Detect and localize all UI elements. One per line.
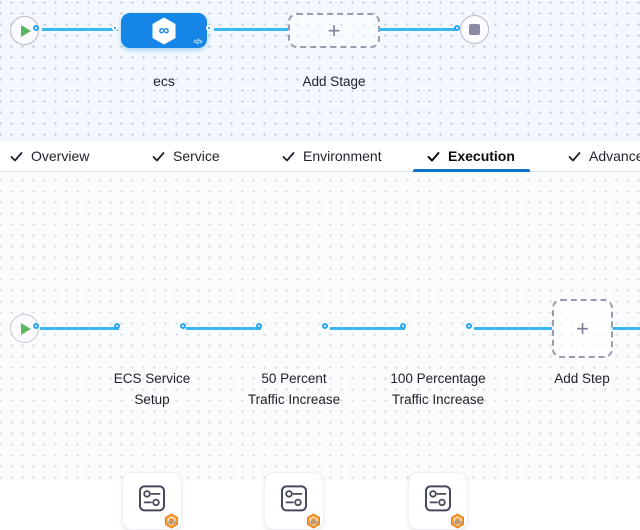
stage-graph-canvas: ∞ </> + ecs Add Stage	[0, 0, 640, 141]
tab-execution[interactable]: Execution	[427, 141, 515, 171]
add-stage-label: Add Stage	[302, 74, 366, 89]
edge-play-to-stage	[42, 28, 118, 31]
execution-start-button[interactable]	[10, 314, 39, 343]
pipeline-end-button[interactable]	[460, 15, 489, 44]
tab-overview[interactable]: Overview	[10, 141, 89, 171]
stop-icon	[469, 24, 480, 35]
edge-step2-to-step3	[330, 327, 405, 330]
edge-addstep-out	[612, 327, 640, 330]
port-step3-out[interactable]	[465, 322, 472, 329]
tab-label: Execution	[448, 148, 515, 164]
infinity-icon: ∞	[158, 22, 170, 39]
active-tab-underline	[413, 169, 530, 172]
port-step1-in[interactable]	[113, 322, 120, 329]
step-node-100-percentage-traffic[interactable]: </>	[408, 472, 468, 530]
deploy-hexagon-icon: ∞	[151, 17, 177, 45]
stage-node-ecs[interactable]: ∞ </>	[121, 13, 207, 48]
checkmark-icon	[282, 151, 295, 161]
checkmark-icon	[152, 151, 165, 161]
port-stop-in[interactable]	[453, 24, 460, 31]
plus-icon: +	[327, 17, 341, 43]
port-exec-start-out[interactable]	[33, 322, 39, 329]
step-code-toggle-icon[interactable]: </>	[309, 520, 318, 527]
tab-label: Overview	[31, 148, 90, 164]
play-icon	[21, 24, 31, 37]
step-node-50-percent-traffic[interactable]: </>	[264, 472, 324, 530]
step-label: ECS Service Setup	[113, 371, 191, 407]
stage-label: ecs	[153, 73, 175, 89]
tab-label: Advanced	[589, 148, 640, 164]
tab-label: Service	[173, 148, 220, 164]
add-step-label: Add Step	[554, 371, 610, 386]
tab-label: Environment	[303, 148, 382, 164]
edge-addstage-to-stop	[380, 28, 456, 31]
edge-play-to-step1	[40, 327, 119, 330]
checkmark-icon	[427, 151, 440, 161]
edge-step1-to-step2	[186, 327, 261, 330]
checkmark-icon	[10, 151, 23, 161]
port-stage-out[interactable]	[205, 24, 212, 31]
stage-config-tabbar: Overview Service Environment Execution A…	[0, 141, 640, 172]
port-step2-in[interactable]	[255, 322, 262, 329]
add-stage-button[interactable]: +	[288, 13, 380, 48]
step-label: 100 Percentage Traffic Increase	[390, 371, 486, 407]
tab-service[interactable]: Service	[152, 141, 220, 171]
port-step3-in[interactable]	[399, 322, 406, 329]
pipeline-start-button[interactable]	[10, 16, 39, 45]
step-node-ecs-service-setup[interactable]: </>	[122, 472, 182, 530]
plus-icon: +	[576, 315, 589, 341]
edge-step3-to-addstep	[474, 327, 552, 330]
port-step1-out[interactable]	[179, 322, 186, 329]
port-stage-in[interactable]	[111, 24, 118, 31]
checkmark-icon	[568, 151, 581, 161]
step-label: 50 Percent Traffic Increase	[247, 371, 341, 407]
edge-stage-to-addstage	[214, 28, 288, 31]
add-step-button[interactable]: +	[552, 299, 613, 358]
step-code-toggle-icon[interactable]: </>	[167, 520, 176, 527]
port-start-out[interactable]	[33, 24, 39, 31]
execution-graph-canvas: </> </> </>	[0, 172, 640, 530]
step-code-toggle-icon[interactable]: </>	[453, 520, 462, 527]
play-icon	[21, 322, 31, 335]
stage-code-toggle-icon[interactable]: </>	[193, 39, 202, 46]
port-step2-out[interactable]	[321, 322, 328, 329]
tab-environment[interactable]: Environment	[282, 141, 382, 171]
tab-advanced[interactable]: Advanced	[568, 141, 640, 171]
